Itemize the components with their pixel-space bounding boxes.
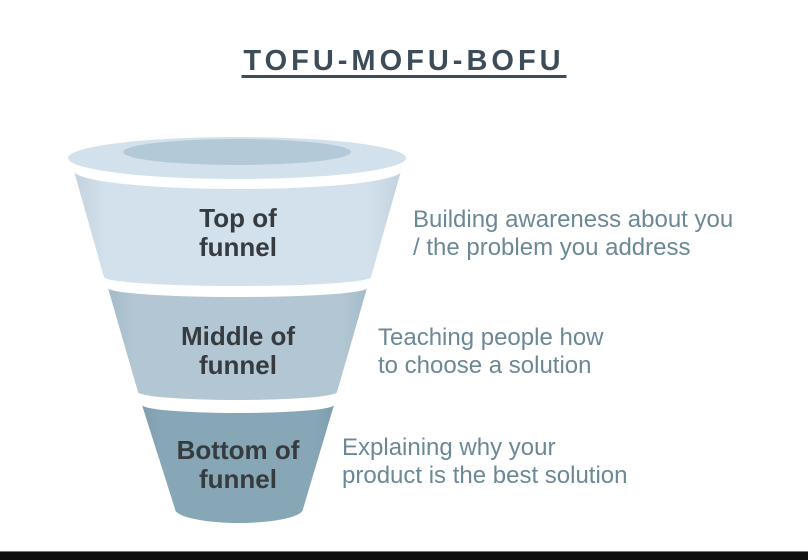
funnel-label-bofu: Bottom of funnel bbox=[176, 435, 300, 494]
funnel-section-bofu-shading bbox=[142, 405, 334, 523]
page-title: TOFU-MOFU-BOFU bbox=[243, 45, 565, 78]
description-mofu: Teaching people how to choose a solution bbox=[378, 324, 604, 379]
funnel-section-tofu-shading bbox=[74, 171, 401, 286]
funnel-section-mofu-shading bbox=[108, 288, 367, 400]
funnel-label-tofu: Top of funnel bbox=[199, 203, 277, 262]
description-tofu: Building awareness about you / the probl… bbox=[413, 206, 734, 261]
bottom-bar bbox=[0, 551, 808, 560]
description-bofu: Explaining why your product is the best … bbox=[342, 434, 628, 489]
title-underline bbox=[241, 75, 567, 78]
funnel-label-mofu: Middle of funnel bbox=[180, 321, 296, 380]
funnel-opening bbox=[123, 139, 351, 165]
